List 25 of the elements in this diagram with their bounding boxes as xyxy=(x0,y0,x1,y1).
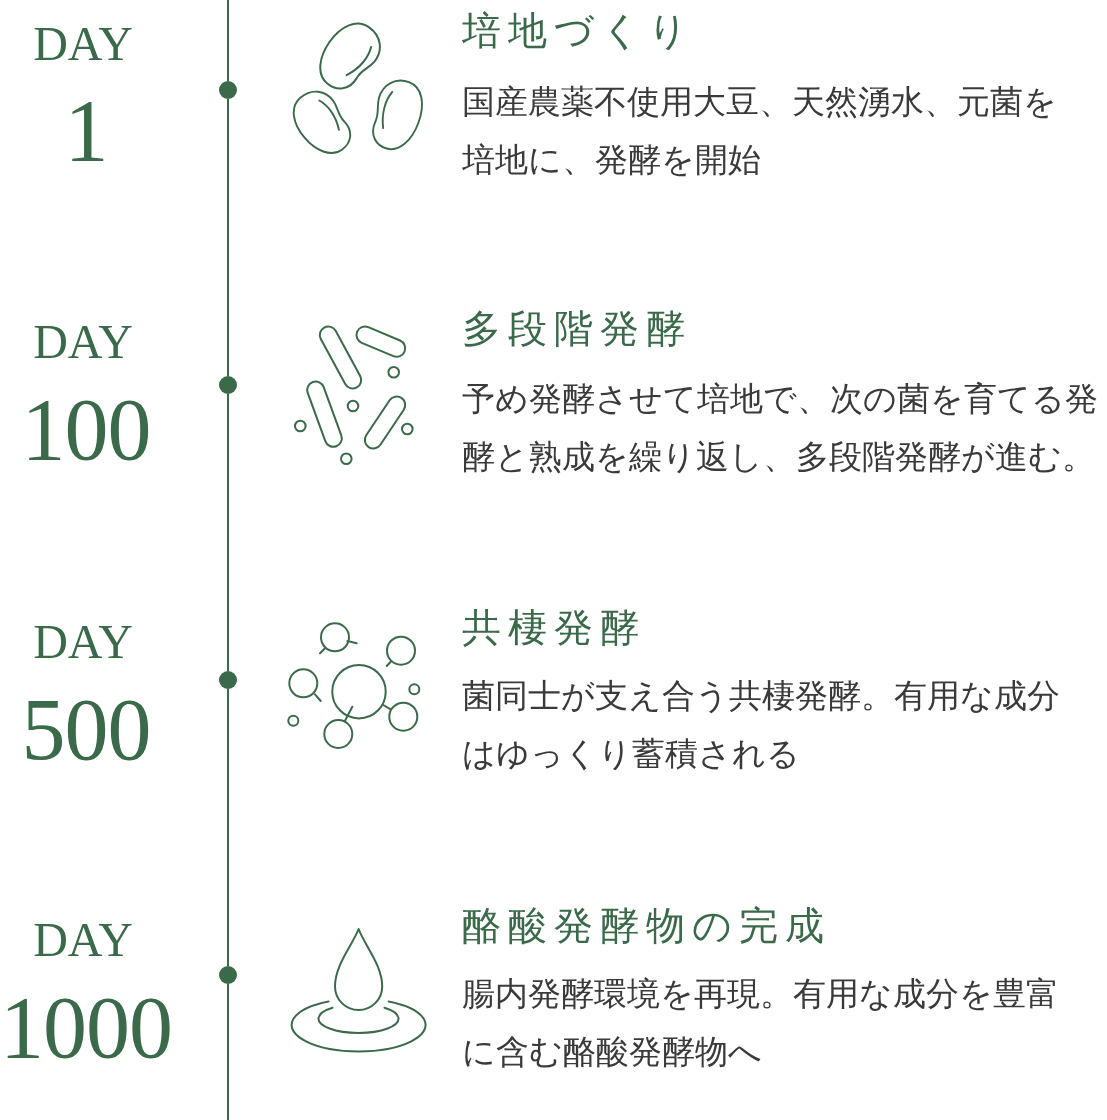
day-label: DAY xyxy=(33,20,133,68)
step-heading: 酪酸発酵物の完成 xyxy=(462,902,831,950)
step-heading: 培地づくり xyxy=(462,7,695,55)
day-label: DAY xyxy=(33,916,133,964)
day-number: 500 xyxy=(21,686,151,774)
timeline-line xyxy=(227,688,229,967)
timeline-dot xyxy=(219,81,237,99)
day-number: 1000 xyxy=(0,984,172,1072)
step-heading: 共棲発酵 xyxy=(462,604,646,652)
timeline-dot xyxy=(219,966,237,984)
timeline-dot xyxy=(219,376,237,394)
step-description: 菌同士が支え合う共棲発酵。有用な成分はゆっくり蓄積される xyxy=(462,675,1061,775)
timeline-dot xyxy=(219,671,237,689)
step-description: 国産農薬不使用大豆、天然湧水、元菌を培地に、発酵を開始 xyxy=(462,81,1058,181)
timeline-line xyxy=(227,0,229,82)
day-label: DAY xyxy=(33,318,133,366)
timeline-line xyxy=(227,98,229,377)
day-number: 100 xyxy=(21,386,151,474)
timeline-line xyxy=(227,983,229,1120)
day-number: 1 xyxy=(64,87,108,175)
day-label: DAY xyxy=(33,618,133,666)
timeline-line xyxy=(227,393,229,672)
step-description: 予め発酵させて培地で、次の菌を育てる発酵と熟成を繰り返し、多段階発酵が進む。 xyxy=(462,378,1099,478)
step-heading: 多段階発酵 xyxy=(462,305,692,353)
step-description: 腸内発酵環境を再現。有用な成分を豊富に含む酪酸発酵物へ xyxy=(462,973,1060,1073)
